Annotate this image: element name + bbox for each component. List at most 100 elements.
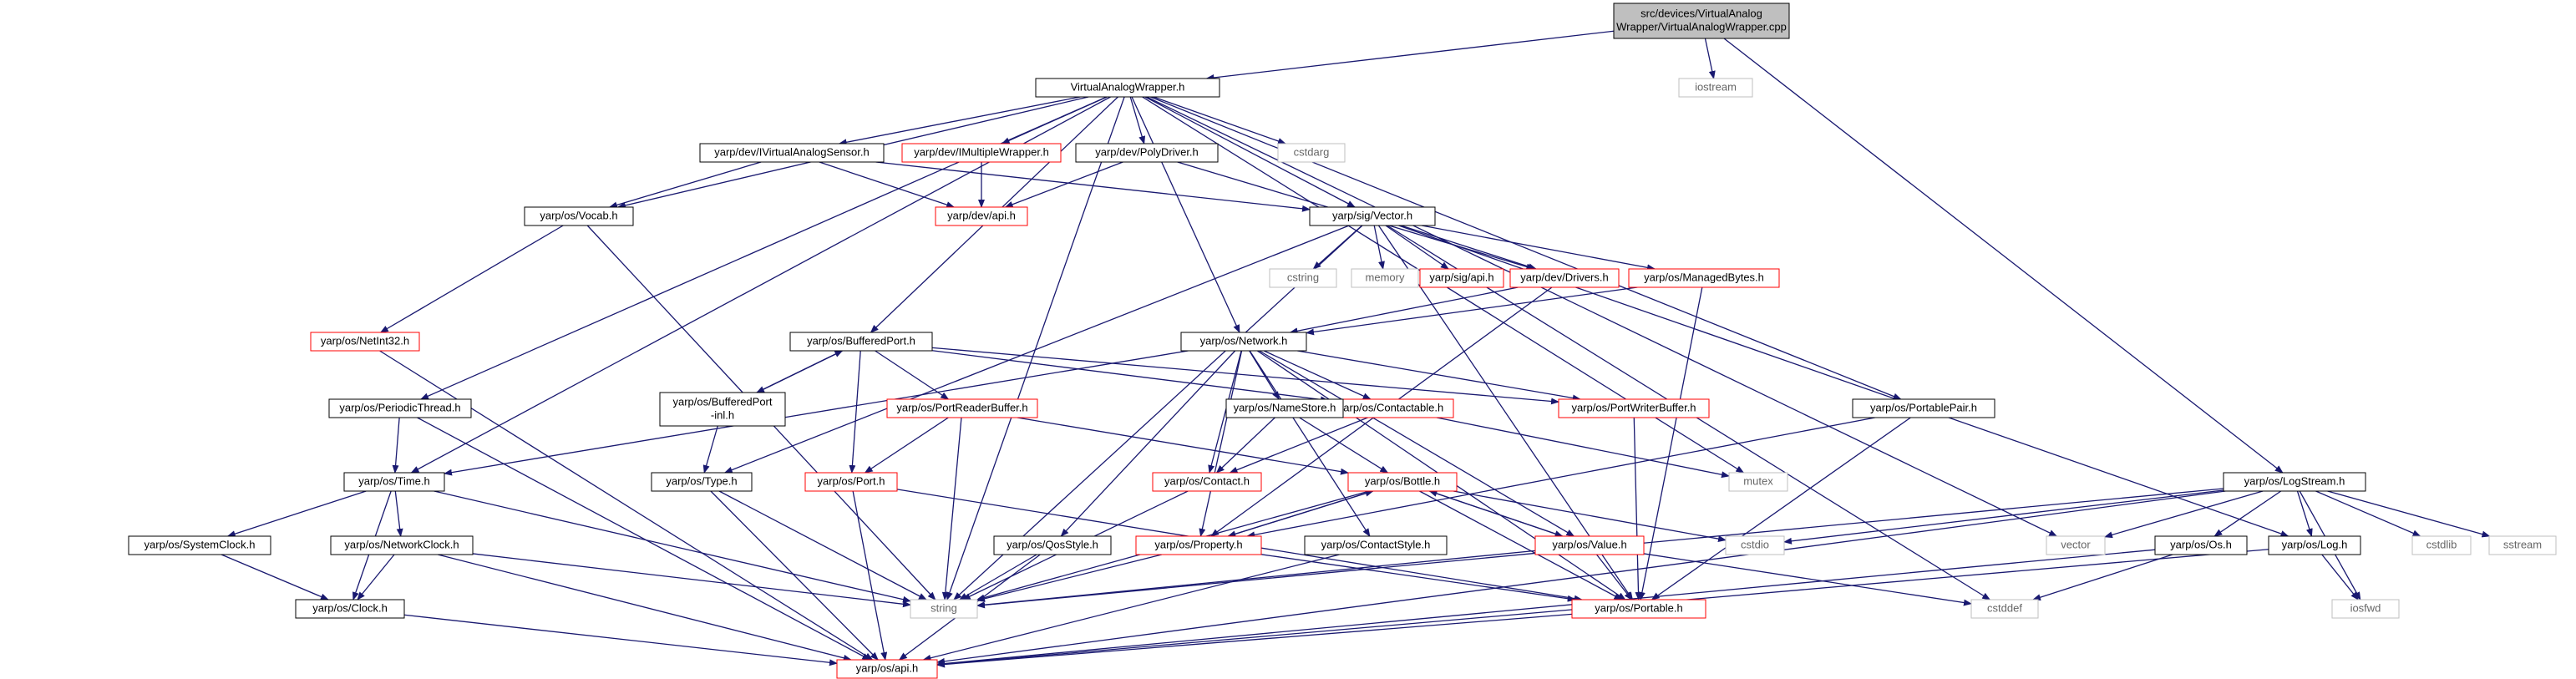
node-box	[2046, 535, 2106, 555]
node-box	[1852, 398, 1995, 418]
node-box	[910, 599, 978, 619]
node-imw[interactable]: yarp/dev/IMultipleWrapper.h	[901, 143, 1062, 163]
node-log[interactable]: yarp/os/Log.h	[2268, 535, 2361, 555]
node-box	[1725, 535, 1785, 555]
node-box	[993, 535, 1112, 555]
node-cstdlib[interactable]: cstdlib	[2411, 535, 2472, 555]
node-osapi[interactable]: yarp/os/api.h	[836, 659, 938, 679]
node-sstream[interactable]: sstream	[2488, 535, 2557, 555]
node-iostream[interactable]: iostream	[1678, 78, 1753, 98]
node-memory[interactable]: memory	[1351, 268, 1419, 288]
node-ivas[interactable]: yarp/dev/IVirtualAnalogSensor.h	[699, 143, 885, 163]
node-cstring[interactable]: cstring	[1269, 268, 1337, 288]
node-netint32[interactable]: yarp/os/NetInt32.h	[310, 332, 420, 352]
node-os[interactable]: yarp/os/Os.h	[2154, 535, 2248, 555]
node-box	[1970, 599, 2039, 619]
node-box	[2154, 535, 2248, 555]
node-label: yarp/os/api.h	[856, 661, 918, 674]
edge-vector_h-to-drivers	[1400, 225, 1537, 271]
node-box	[2223, 472, 2366, 492]
node-systemclock[interactable]: yarp/os/SystemClock.h	[128, 535, 271, 555]
node-cstdio[interactable]: cstdio	[1725, 535, 1785, 555]
node-clock[interactable]: yarp/os/Clock.h	[295, 599, 405, 619]
node-box	[2488, 535, 2557, 555]
node-box	[1225, 398, 1344, 418]
node-label: VirtualAnalogWrapper.h	[1071, 80, 1185, 93]
node-iosfwd[interactable]: iosfwd	[2331, 599, 2400, 619]
node-bufferedport[interactable]: yarp/os/BufferedPort.h	[789, 332, 933, 352]
edge-vector_h-to-type	[723, 225, 1350, 474]
node-label: yarp/dev/IVirtualAnalogSensor.h	[714, 145, 870, 158]
node-box	[1351, 268, 1419, 288]
node-logstream[interactable]: yarp/os/LogStream.h	[2223, 472, 2366, 492]
node-box	[1419, 268, 1504, 288]
node-contactable[interactable]: yarp/os/Contactable.h	[1327, 398, 1454, 418]
node-box	[1509, 268, 1620, 288]
node-portreaderbuffer[interactable]: yarp/os/PortReaderBuffer.h	[886, 398, 1038, 418]
node-label: Wrapper/VirtualAnalogWrapper.cpp	[1616, 20, 1787, 33]
node-box	[901, 143, 1062, 163]
node-box	[524, 206, 634, 226]
node-label: mutex	[1743, 474, 1773, 487]
edge-bpinl-to-bufferedport	[756, 350, 844, 393]
node-label: yarp/os/SystemClock.h	[145, 538, 256, 550]
node-qosstyle[interactable]: yarp/os/QosStyle.h	[993, 535, 1112, 555]
node-managedbytes[interactable]: yarp/os/ManagedBytes.h	[1628, 268, 1780, 288]
node-devapi[interactable]: yarp/dev/api.h	[935, 206, 1028, 226]
edge-vaw-to-vector	[1146, 96, 2058, 537]
node-box	[1135, 535, 1262, 555]
node-vaw[interactable]: VirtualAnalogWrapper.h	[1035, 78, 1220, 98]
node-network[interactable]: yarp/os/Network.h	[1180, 332, 1307, 352]
edge-vaw-to-cstdarg	[1153, 96, 1286, 144]
node-label: cstring	[1287, 271, 1319, 283]
node-cstdarg[interactable]: cstdarg	[1277, 143, 1346, 163]
edge-networkclock-to-clock	[357, 554, 395, 600]
node-label: yarp/os/ContactStyle.h	[1321, 538, 1431, 550]
node-bpinl[interactable]: yarp/os/BufferedPort-inl.h	[659, 392, 786, 427]
node-networkclock[interactable]: yarp/os/NetworkClock.h	[330, 535, 474, 555]
edge-value-to-portable	[1596, 554, 1633, 600]
edge-portwriterbuffer-to-portable	[1633, 417, 1642, 600]
node-vocab[interactable]: yarp/os/Vocab.h	[524, 206, 634, 226]
node-portable[interactable]: yarp/os/Portable.h	[1571, 599, 1706, 619]
node-portablepair[interactable]: yarp/os/PortablePair.h	[1852, 398, 1995, 418]
edge-portable-to-osapi	[936, 613, 1573, 668]
node-box	[1075, 143, 1219, 163]
node-box	[1277, 143, 1346, 163]
node-property[interactable]: yarp/os/Property.h	[1135, 535, 1262, 555]
node-bottle[interactable]: yarp/os/Bottle.h	[1347, 472, 1458, 492]
node-contact[interactable]: yarp/os/Contact.h	[1152, 472, 1262, 492]
node-polydriver[interactable]: yarp/dev/PolyDriver.h	[1075, 143, 1219, 163]
node-sigapi[interactable]: yarp/sig/api.h	[1419, 268, 1504, 288]
node-nameStore[interactable]: yarp/os/NameStore.h	[1225, 398, 1344, 418]
edge-property-to-portable	[1260, 554, 1576, 602]
edge-portreaderbuffer-to-port	[864, 417, 949, 474]
node-drivers[interactable]: yarp/dev/Drivers.h	[1509, 268, 1620, 288]
edge-type-to-osapi	[710, 490, 879, 661]
edge-managedbytes-to-portable	[1638, 286, 1703, 600]
edge-contactstyle-to-osapi	[922, 554, 1340, 661]
node-string[interactable]: string	[910, 599, 978, 619]
node-root[interactable]: src/devices/VirtualAnalogWrapper/Virtual…	[1613, 3, 1790, 39]
node-port[interactable]: yarp/os/Port.h	[804, 472, 898, 492]
node-mutex[interactable]: mutex	[1728, 472, 1788, 492]
edge-polydriver-to-devapi	[1004, 161, 1123, 208]
edge-vaw-to-vector_h	[1144, 96, 1356, 208]
node-label: yarp/os/Contactable.h	[1338, 401, 1443, 413]
node-cstddef[interactable]: cstddef	[1970, 599, 2039, 619]
edge-logstream-to-sstream	[2327, 490, 2491, 538]
node-vector[interactable]: vector	[2046, 535, 2106, 555]
node-box	[651, 472, 753, 492]
node-type[interactable]: yarp/os/Type.h	[651, 472, 753, 492]
node-box	[128, 535, 271, 555]
node-vector_h[interactable]: yarp/sig/Vector.h	[1309, 206, 1436, 226]
node-label: vector	[2061, 538, 2091, 550]
node-label: yarp/os/BufferedPort.h	[807, 334, 915, 347]
node-value[interactable]: yarp/os/Value.h	[1534, 535, 1645, 555]
node-time[interactable]: yarp/os/Time.h	[343, 472, 445, 492]
node-box	[328, 398, 472, 418]
node-label: src/devices/VirtualAnalog	[1640, 7, 1762, 19]
node-portwriterbuffer[interactable]: yarp/os/PortWriterBuffer.h	[1558, 398, 1710, 418]
node-periodicthread[interactable]: yarp/os/PeriodicThread.h	[328, 398, 472, 418]
node-contactstyle[interactable]: yarp/os/ContactStyle.h	[1304, 535, 1448, 555]
